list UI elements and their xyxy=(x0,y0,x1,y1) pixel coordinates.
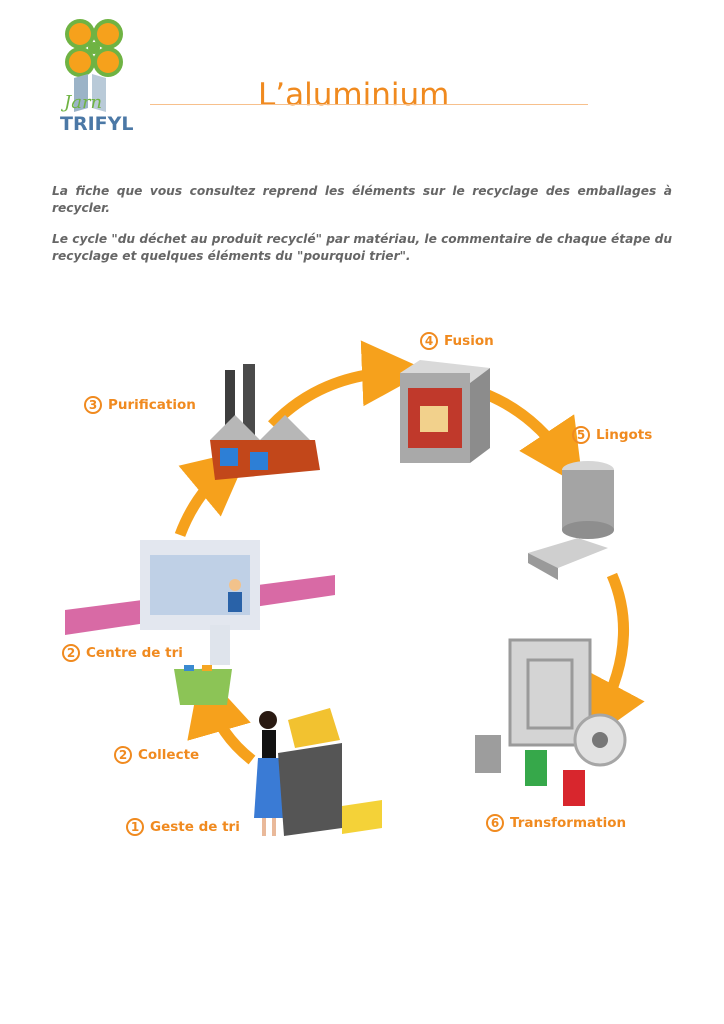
trifyl-logo: Jarn TRIFYL xyxy=(60,19,134,135)
page-title: L’aluminium xyxy=(258,76,450,113)
step-number: 6 xyxy=(486,814,504,832)
step-transformation: 6 Transformation xyxy=(486,814,626,832)
step-label: Lingots xyxy=(596,427,653,443)
arrow-purification-fusion xyxy=(268,340,428,429)
step-number: 5 xyxy=(572,426,590,444)
cycle-arrows xyxy=(174,340,645,765)
logo-text-bottom: TRIFYL xyxy=(60,113,134,135)
step-collecte: 2 Collecte xyxy=(114,746,199,764)
arrow-lingots-transformation xyxy=(584,572,645,745)
step-lingots: 5 Lingots xyxy=(572,426,652,444)
woman-bin-illustration xyxy=(254,708,382,836)
arrow-fusion-lingots xyxy=(485,389,584,488)
step-label: Centre de tri xyxy=(86,645,183,661)
step-number: 4 xyxy=(420,332,438,350)
step-fusion: 4 Fusion xyxy=(420,332,494,350)
step-centre-de-tri: 2 Centre de tri xyxy=(62,644,183,662)
step-number: 2 xyxy=(62,644,80,662)
arrow-collecte-tri xyxy=(187,668,256,765)
recycling-cycle-diagram: 4 Fusion 3 Purification 5 Lingots 2 Cent… xyxy=(0,320,724,880)
step-label: Transformation xyxy=(510,815,627,831)
factory-illustration xyxy=(210,364,320,480)
sorting-centre-illustration xyxy=(65,540,335,665)
step-label: Purification xyxy=(108,397,196,413)
step-geste-de-tri: 1 Geste de tri xyxy=(126,818,240,836)
step-number: 3 xyxy=(84,396,102,414)
title-divider xyxy=(150,104,588,105)
step-number: 2 xyxy=(114,746,132,764)
transformation-illustration xyxy=(475,638,627,806)
step-purification: 3 Purification xyxy=(84,396,196,414)
step-number: 1 xyxy=(126,818,144,836)
step-label: Geste de tri xyxy=(150,819,240,835)
intro-paragraph-2: Le cycle "du déchet au produit recyclé" … xyxy=(52,232,672,263)
green-bin-illustration xyxy=(174,665,232,705)
furnace-illustration xyxy=(400,360,490,463)
step-label: Fusion xyxy=(444,333,494,349)
ingots-illustration xyxy=(528,461,614,580)
logo-text-top: Jarn xyxy=(60,92,102,113)
intro-paragraph-1: La fiche que vous consultez reprend les … xyxy=(52,184,672,215)
step-label: Collecte xyxy=(138,747,200,763)
